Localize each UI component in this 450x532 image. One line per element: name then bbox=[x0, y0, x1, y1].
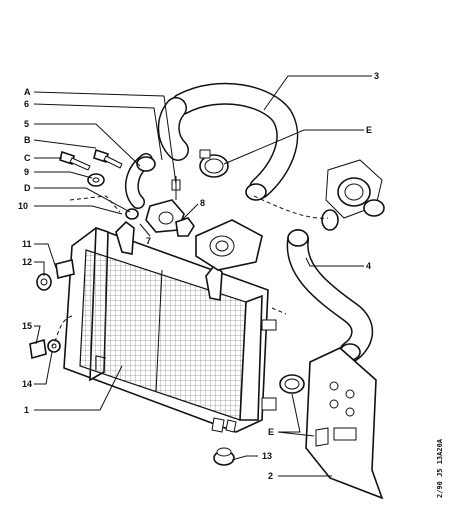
label-a: A bbox=[24, 87, 31, 97]
label-7: 7 bbox=[146, 236, 151, 246]
label-6: 6 bbox=[24, 99, 29, 109]
label-5: 5 bbox=[24, 119, 29, 129]
label-d: D bbox=[24, 183, 31, 193]
label-c: C bbox=[24, 153, 31, 163]
mounting-bush-12 bbox=[36, 273, 52, 291]
label-e-bottom: E bbox=[268, 427, 274, 437]
label-15: 15 bbox=[22, 321, 32, 331]
deflector-plate bbox=[305, 347, 384, 500]
hose-clamp-top bbox=[199, 149, 229, 178]
label-13: 13 bbox=[262, 451, 272, 461]
label-1: 1 bbox=[24, 405, 29, 415]
washer-9 bbox=[87, 173, 105, 187]
o-ring-8 bbox=[175, 217, 195, 237]
label-11: 11 bbox=[22, 239, 32, 249]
label-10: 10 bbox=[18, 201, 28, 211]
label-e-top: E bbox=[366, 125, 372, 135]
bleed-screw bbox=[171, 176, 181, 200]
assembly-lines bbox=[51, 195, 329, 347]
thermostat-outlet bbox=[125, 199, 185, 233]
drain-plug-15 bbox=[29, 338, 47, 360]
label-9: 9 bbox=[24, 167, 29, 177]
water-outlet-housing bbox=[195, 219, 263, 271]
drain-washer-14 bbox=[47, 339, 61, 353]
lower-hose bbox=[286, 229, 373, 363]
label-3: 3 bbox=[374, 71, 379, 81]
bolt-c bbox=[59, 150, 91, 171]
label-b: B bbox=[24, 135, 31, 145]
hose-clamp-bottom bbox=[279, 374, 305, 394]
upper-hose bbox=[157, 82, 299, 201]
bolt-b bbox=[93, 148, 123, 169]
reference-code: 2/90 J5 13A20A bbox=[436, 438, 444, 498]
label-12: 12 bbox=[22, 257, 32, 267]
label-8: 8 bbox=[200, 198, 205, 208]
callout-labels: A 6 3 5 B C E 9 D 8 10 7 11 4 12 15 14 1… bbox=[18, 71, 379, 481]
label-4: 4 bbox=[366, 261, 371, 271]
label-14: 14 bbox=[22, 379, 32, 389]
leader-lines bbox=[33, 75, 372, 477]
rubber-mount-13 bbox=[213, 447, 235, 466]
mounting-rubber-11 bbox=[55, 259, 75, 279]
small-hose bbox=[124, 153, 156, 209]
expansion-housing bbox=[321, 159, 385, 231]
label-2: 2 bbox=[268, 471, 273, 481]
